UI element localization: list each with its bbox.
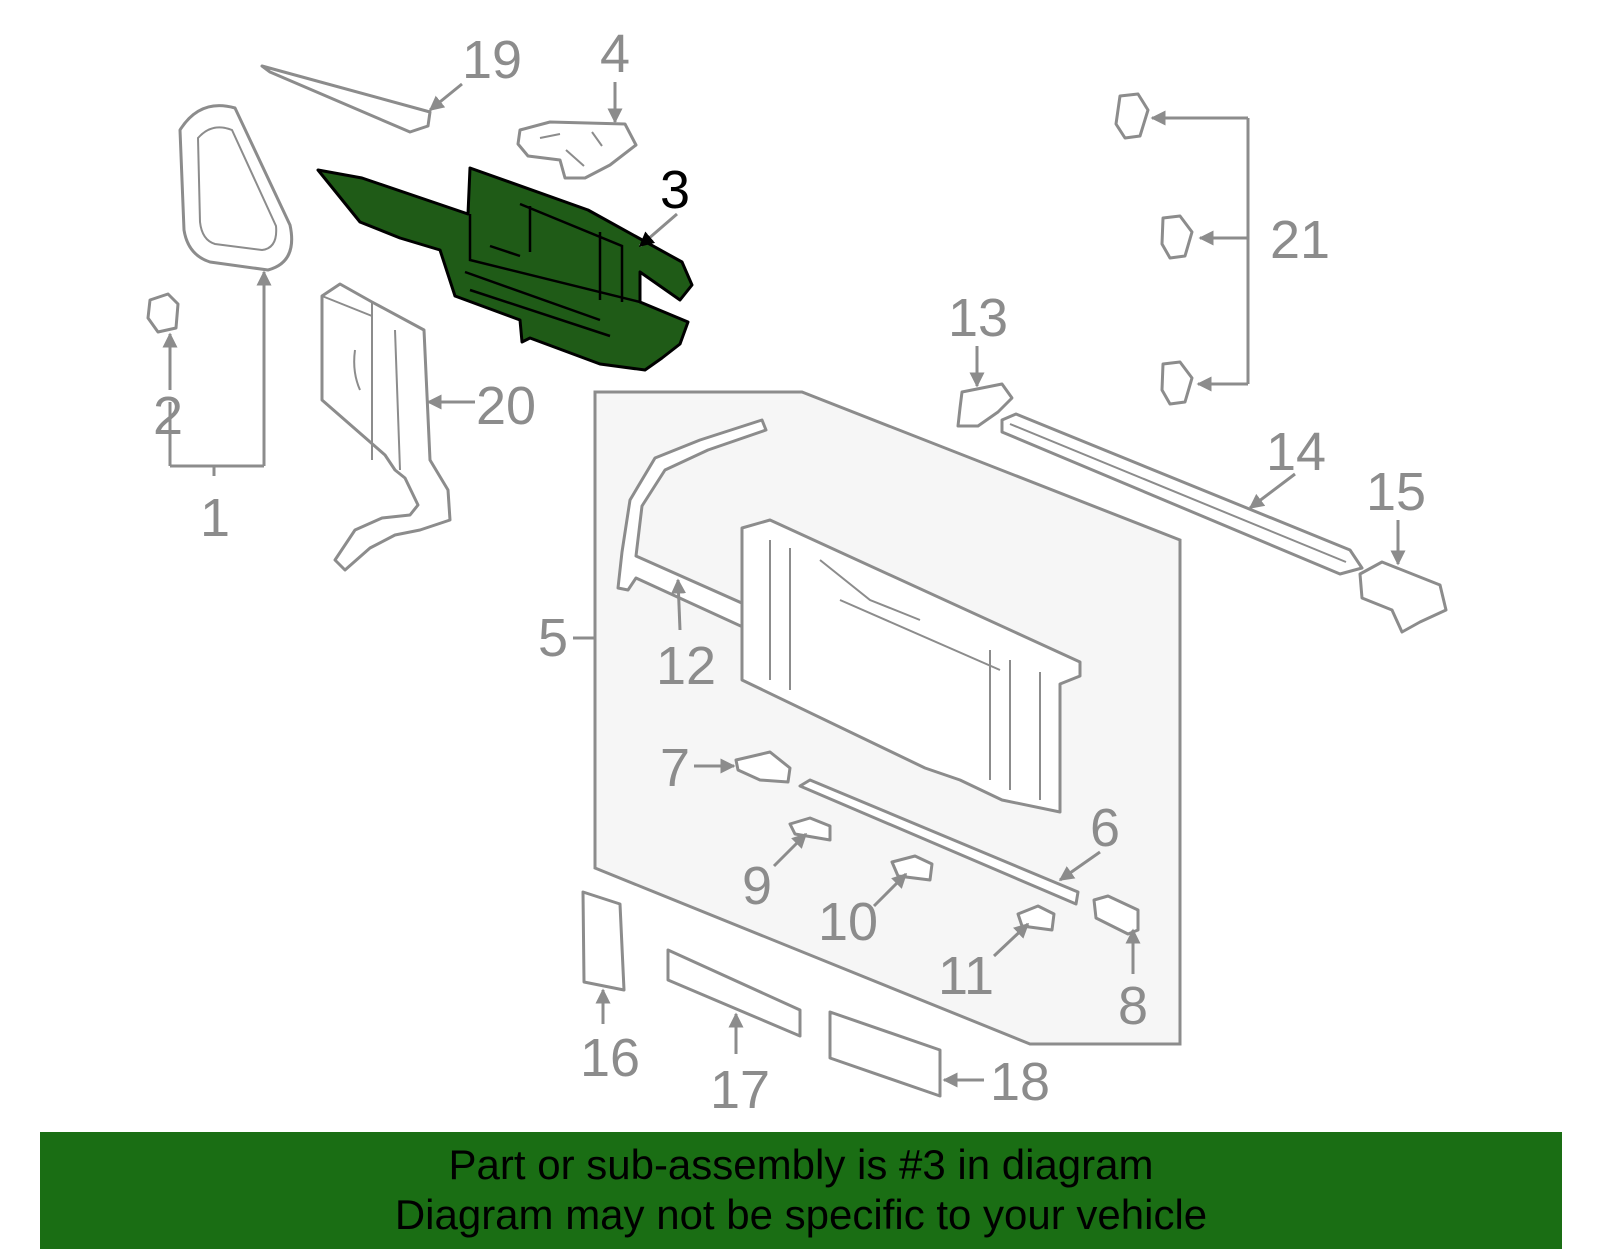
- callout-4: 4: [600, 24, 630, 84]
- parts-diagram: 1 2 3 4 5 6 7 8 9 10 11 12 13 14 15 16 1…: [146, 24, 1448, 1120]
- callout-8: 8: [1118, 976, 1148, 1036]
- part-2-clip: [146, 292, 180, 334]
- part-16-pad: [581, 890, 626, 992]
- callout-6: 6: [1090, 798, 1120, 858]
- part-7-bracket: [734, 750, 792, 784]
- callout-5: 5: [538, 608, 568, 668]
- callout-3-highlighted: 3: [660, 160, 690, 220]
- callout-21: 21: [1270, 210, 1330, 270]
- callout-1: 1: [200, 488, 230, 548]
- part-19-strip: [260, 64, 432, 134]
- callout-12: 12: [656, 636, 716, 696]
- part-6-strip: [798, 778, 1080, 906]
- part-3-highlighted: [316, 166, 694, 372]
- part-15-bracket: [1358, 560, 1448, 634]
- callout-7: 7: [660, 738, 690, 798]
- part-20-duct: [320, 282, 452, 572]
- callout-9: 9: [742, 856, 772, 916]
- callout-17: 17: [710, 1060, 770, 1120]
- part-4-bracket: [516, 120, 638, 180]
- part-10-clip: [890, 854, 934, 882]
- callout-18: 18: [990, 1052, 1050, 1112]
- callout-15: 15: [1366, 462, 1426, 522]
- part-13-bracket: [956, 382, 1014, 428]
- banner-line-2: Diagram may not be specific to your vehi…: [394, 1191, 1208, 1238]
- callout-labels: 1 2 3 4 5 6 7 8 9 10 11 12 13 14 15 16 1…: [153, 24, 1426, 1120]
- info-banner: Part or sub-assembly is #3 in diagram Di…: [40, 1132, 1562, 1249]
- leader-lines: [162, 82, 1406, 1088]
- part-5-main-panel: [740, 518, 1082, 814]
- part-14-rail: [1000, 412, 1364, 576]
- callout-13: 13: [948, 288, 1008, 348]
- callout-20: 20: [476, 376, 536, 436]
- callout-10: 10: [818, 892, 878, 952]
- callout-19: 19: [462, 30, 522, 90]
- callout-14: 14: [1266, 422, 1326, 482]
- callout-11: 11: [938, 946, 994, 1006]
- part-21-nuts: [1114, 92, 1194, 406]
- banner-line-1: Part or sub-assembly is #3 in diagram: [448, 1141, 1154, 1188]
- part-1-seal: [178, 104, 294, 272]
- callout-16: 16: [580, 1028, 640, 1088]
- callout-2: 2: [153, 386, 183, 446]
- part-17-pad: [666, 948, 802, 1038]
- part-18-pad: [828, 1010, 942, 1098]
